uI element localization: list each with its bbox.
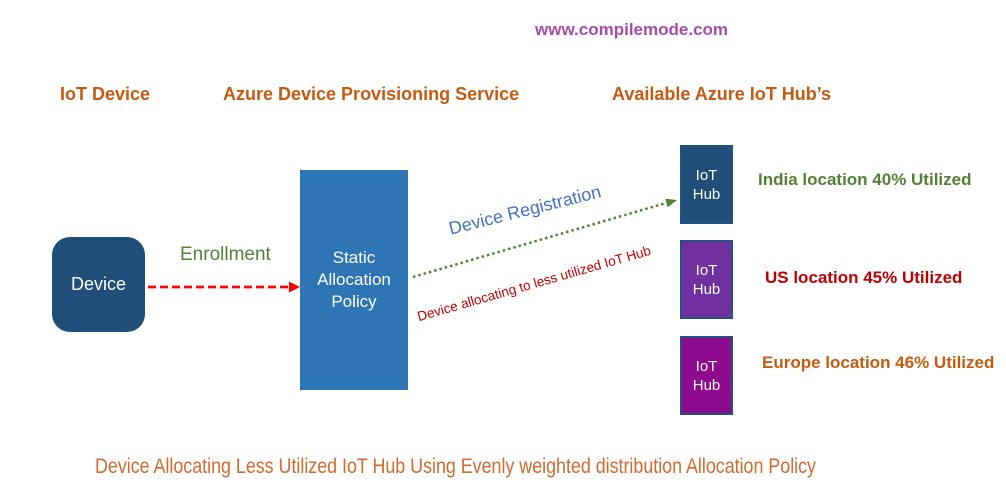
allocation-policy-label: Static Allocation Policy bbox=[317, 248, 391, 311]
iot-hub-node-us: IoT Hub bbox=[680, 240, 733, 319]
iot-hub-node-india: IoT Hub bbox=[680, 145, 733, 224]
header-available-hubs: Available Azure IoT Hub’s bbox=[612, 84, 832, 104]
enrollment-arrowhead bbox=[289, 281, 300, 293]
enrollment-label: Enrollment bbox=[180, 244, 271, 265]
hub-status-europe: Europe location 46% Utilized bbox=[762, 353, 995, 372]
watermark-text: www.compilemode.com bbox=[535, 20, 729, 39]
header-provisioning-service: Azure Device Provisioning Service bbox=[223, 84, 520, 104]
hub-status-india: India location 40% Utilized bbox=[758, 170, 972, 189]
iot-hub-label: IoT Hub bbox=[692, 166, 721, 203]
bottom-caption: Device Allocating Less Utilized IoT Hub … bbox=[95, 455, 816, 478]
iot-hub-label: IoT Hub bbox=[692, 357, 721, 394]
device-node: Device bbox=[52, 237, 145, 332]
hub-status-us: US location 45% Utilized bbox=[765, 268, 963, 287]
allocation-policy-node: Static Allocation Policy bbox=[300, 170, 408, 390]
device-registration-label: Device Registration bbox=[446, 181, 604, 239]
iot-hub-label: IoT Hub bbox=[692, 261, 721, 298]
registration-arrowhead bbox=[665, 198, 677, 208]
iot-hub-node-europe: IoT Hub bbox=[680, 336, 733, 415]
header-iot-device: IoT Device bbox=[60, 84, 151, 104]
less-utilized-note-label: Device allocating to less utilized IoT H… bbox=[415, 242, 653, 325]
device-node-label: Device bbox=[70, 274, 127, 294]
